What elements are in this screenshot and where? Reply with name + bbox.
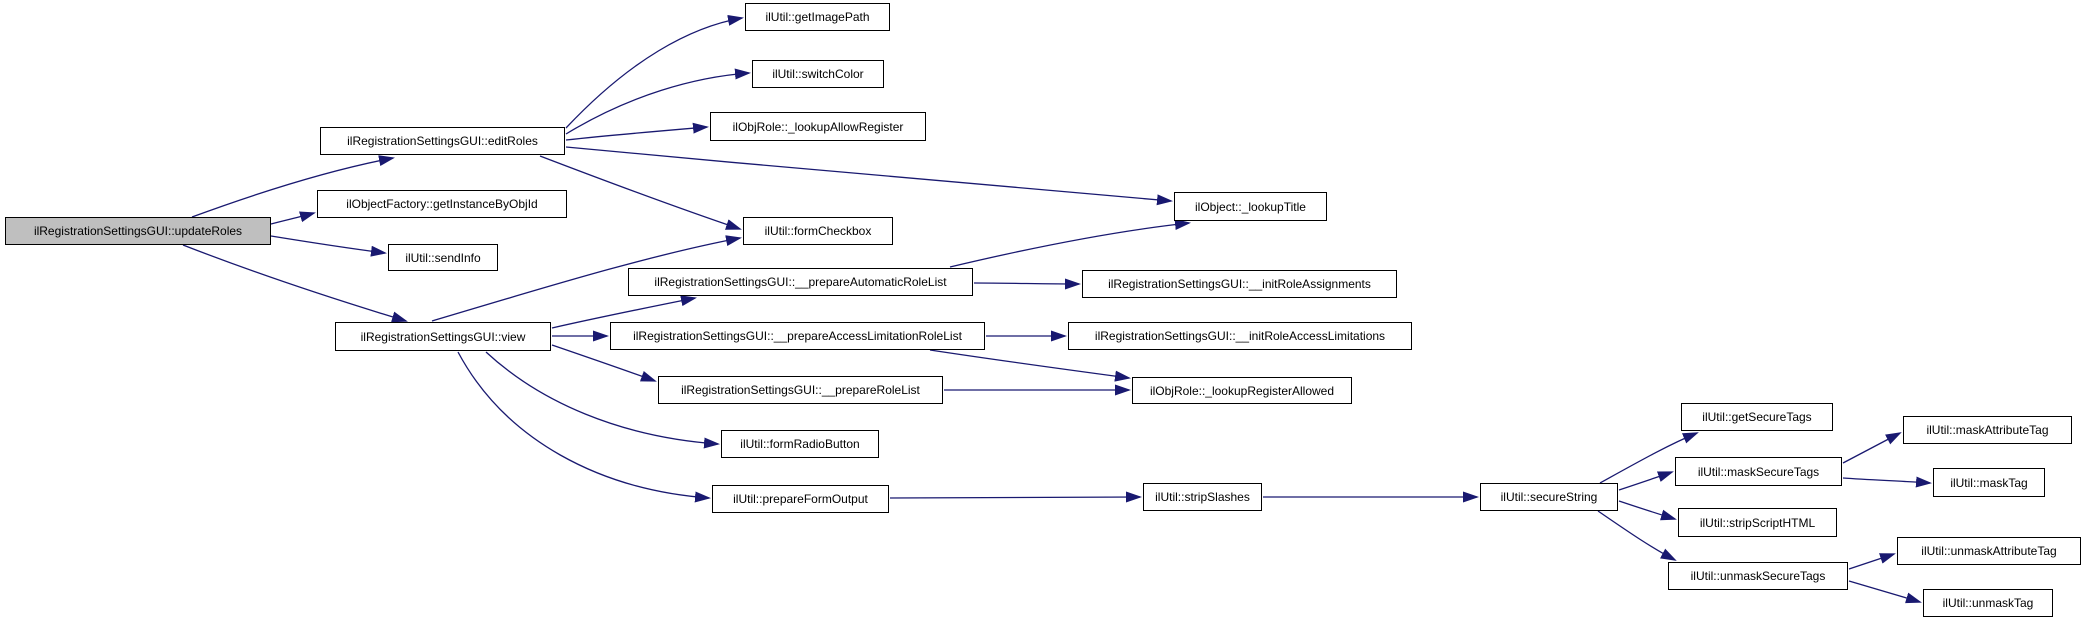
node-unmask-attribute-tag[interactable]: ilUtil::unmaskAttributeTag — [1897, 537, 2081, 565]
edge-edit-roles-to-form-checkbox — [539, 155, 742, 230]
node-form-checkbox[interactable]: ilUtil::formCheckbox — [743, 217, 893, 245]
node-form-radio-button[interactable]: ilUtil::formRadioButton — [721, 430, 879, 458]
edge-unmask-secure-tags-to-unmask-attribute-tag — [1848, 553, 1896, 570]
node-label: ilUtil::secureString — [1500, 490, 1598, 504]
node-prepare-access-limitation-role-list[interactable]: ilRegistrationSettingsGUI::__prepareAcce… — [610, 322, 985, 350]
node-lookup-allow-register[interactable]: ilObjRole::_lookupAllowRegister — [710, 112, 926, 141]
node-get-image-path[interactable]: ilUtil::getImagePath — [745, 3, 890, 31]
node-strip-script-html[interactable]: ilUtil::stripScriptHTML — [1678, 508, 1837, 537]
edge-update-roles-to-send-info — [270, 235, 387, 257]
edge-prepare-automatic-role-list-to-init-role-assignments — [973, 278, 1081, 290]
edge-prepare-automatic-role-list-to-lookup-title — [949, 219, 1191, 268]
node-label: ilUtil::getSecureTags — [1702, 410, 1812, 424]
node-secure-string[interactable]: ilUtil::secureString — [1480, 483, 1618, 511]
node-switch-color[interactable]: ilUtil::switchColor — [752, 60, 884, 88]
node-label: ilUtil::unmaskTag — [1942, 596, 2034, 610]
node-label: ilUtil::formCheckbox — [764, 224, 872, 238]
node-label: ilUtil::unmaskAttributeTag — [1921, 544, 2057, 558]
node-edit-roles[interactable]: ilRegistrationSettingsGUI::editRoles — [320, 127, 565, 155]
node-mask-tag[interactable]: ilUtil::maskTag — [1933, 468, 2045, 497]
edge-secure-string-to-unmask-secure-tags — [1597, 510, 1677, 561]
node-view[interactable]: ilRegistrationSettingsGUI::view — [335, 322, 551, 351]
node-label: ilRegistrationSettingsGUI::__prepareAuto… — [654, 275, 947, 289]
node-prepare-automatic-role-list[interactable]: ilRegistrationSettingsGUI::__prepareAuto… — [628, 268, 973, 296]
node-prepare-form-output[interactable]: ilUtil::prepareFormOutput — [712, 485, 889, 513]
edge-edit-roles-to-lookup-title — [565, 146, 1173, 206]
node-label: ilRegistrationSettingsGUI::view — [360, 329, 526, 344]
node-label: ilUtil::stripSlashes — [1155, 490, 1250, 504]
node-label: ilRegistrationSettingsGUI::updateRoles — [33, 224, 243, 238]
node-label: ilUtil::formRadioButton — [740, 437, 860, 451]
node-label: ilRegistrationSettingsGUI::editRoles — [347, 134, 538, 148]
node-update-roles[interactable]: ilRegistrationSettingsGUI::updateRoles — [5, 217, 271, 245]
node-label: ilRegistrationSettingsGUI::__prepareRole… — [681, 383, 920, 397]
node-mask-attribute-tag[interactable]: ilUtil::maskAttributeTag — [1903, 416, 2072, 444]
node-lookup-register-allowed[interactable]: ilObjRole::_lookupRegisterAllowed — [1132, 377, 1352, 404]
node-label: ilRegistrationSettingsGUI::__initRoleAcc… — [1094, 329, 1386, 343]
node-get-secure-tags[interactable]: ilUtil::getSecureTags — [1681, 403, 1833, 431]
edge-view-to-prepare-role-list — [551, 344, 657, 382]
node-label: ilUtil::stripScriptHTML — [1699, 515, 1816, 530]
edge-unmask-secure-tags-to-unmask-tag — [1848, 580, 1922, 604]
edge-mask-secure-tags-to-mask-tag — [1842, 476, 1932, 488]
node-unmask-secure-tags[interactable]: ilUtil::unmaskSecureTags — [1668, 562, 1848, 590]
node-label: ilUtil::sendInfo — [405, 250, 481, 265]
edge-edit-roles-to-lookup-allow-register — [565, 122, 709, 141]
edges-group — [182, 14, 1932, 604]
node-label: ilObjRole::_lookupAllowRegister — [732, 119, 904, 134]
node-label: ilUtil::unmaskSecureTags — [1690, 569, 1826, 583]
node-send-info[interactable]: ilUtil::sendInfo — [388, 244, 498, 271]
edge-update-roles-to-view — [182, 244, 408, 323]
node-mask-secure-tags[interactable]: ilUtil::maskSecureTags — [1675, 457, 1842, 486]
node-label: ilRegistrationSettingsGUI::__prepareAcce… — [633, 329, 962, 343]
edge-prepare-access-limitation-role-list-to-lookup-register-allowed — [929, 349, 1131, 382]
edge-prepare-form-output-to-strip-slashes — [889, 491, 1142, 503]
node-lookup-title[interactable]: ilObject::_lookupTitle — [1174, 192, 1327, 221]
edge-update-roles-to-get-instance-by-obj-id — [270, 211, 316, 225]
node-label: ilObjRole::_lookupRegisterAllowed — [1149, 383, 1335, 398]
node-label: ilUtil::prepareFormOutput — [733, 492, 868, 506]
node-label: ilObject::_lookupTitle — [1195, 199, 1306, 214]
edge-mask-secure-tags-to-mask-attribute-tag — [1842, 432, 1902, 464]
node-strip-slashes[interactable]: ilUtil::stripSlashes — [1143, 483, 1262, 511]
node-label: ilUtil::switchColor — [772, 67, 864, 81]
edge-secure-string-to-strip-script-html — [1618, 500, 1677, 521]
node-label: ilUtil::maskTag — [1950, 475, 2028, 490]
node-label: ilUtil::getImagePath — [765, 10, 870, 24]
node-init-role-assignments[interactable]: ilRegistrationSettingsGUI::__initRoleAss… — [1082, 270, 1397, 298]
node-unmask-tag[interactable]: ilUtil::unmaskTag — [1923, 589, 2053, 617]
node-label: ilUtil::maskAttributeTag — [1926, 423, 2049, 437]
node-init-role-access-limitations[interactable]: ilRegistrationSettingsGUI::__initRoleAcc… — [1068, 322, 1412, 350]
node-label: ilObjectFactory::getInstanceByObjId — [346, 197, 538, 211]
node-label: ilUtil::maskSecureTags — [1697, 464, 1820, 479]
node-prepare-role-list[interactable]: ilRegistrationSettingsGUI::__prepareRole… — [658, 376, 943, 404]
node-label: ilRegistrationSettingsGUI::__initRoleAss… — [1108, 277, 1371, 291]
node-get-instance-by-obj-id[interactable]: ilObjectFactory::getInstanceByObjId — [317, 190, 567, 218]
edge-view-to-prepare-form-output — [457, 351, 711, 503]
edge-secure-string-to-mask-secure-tags — [1618, 471, 1674, 491]
